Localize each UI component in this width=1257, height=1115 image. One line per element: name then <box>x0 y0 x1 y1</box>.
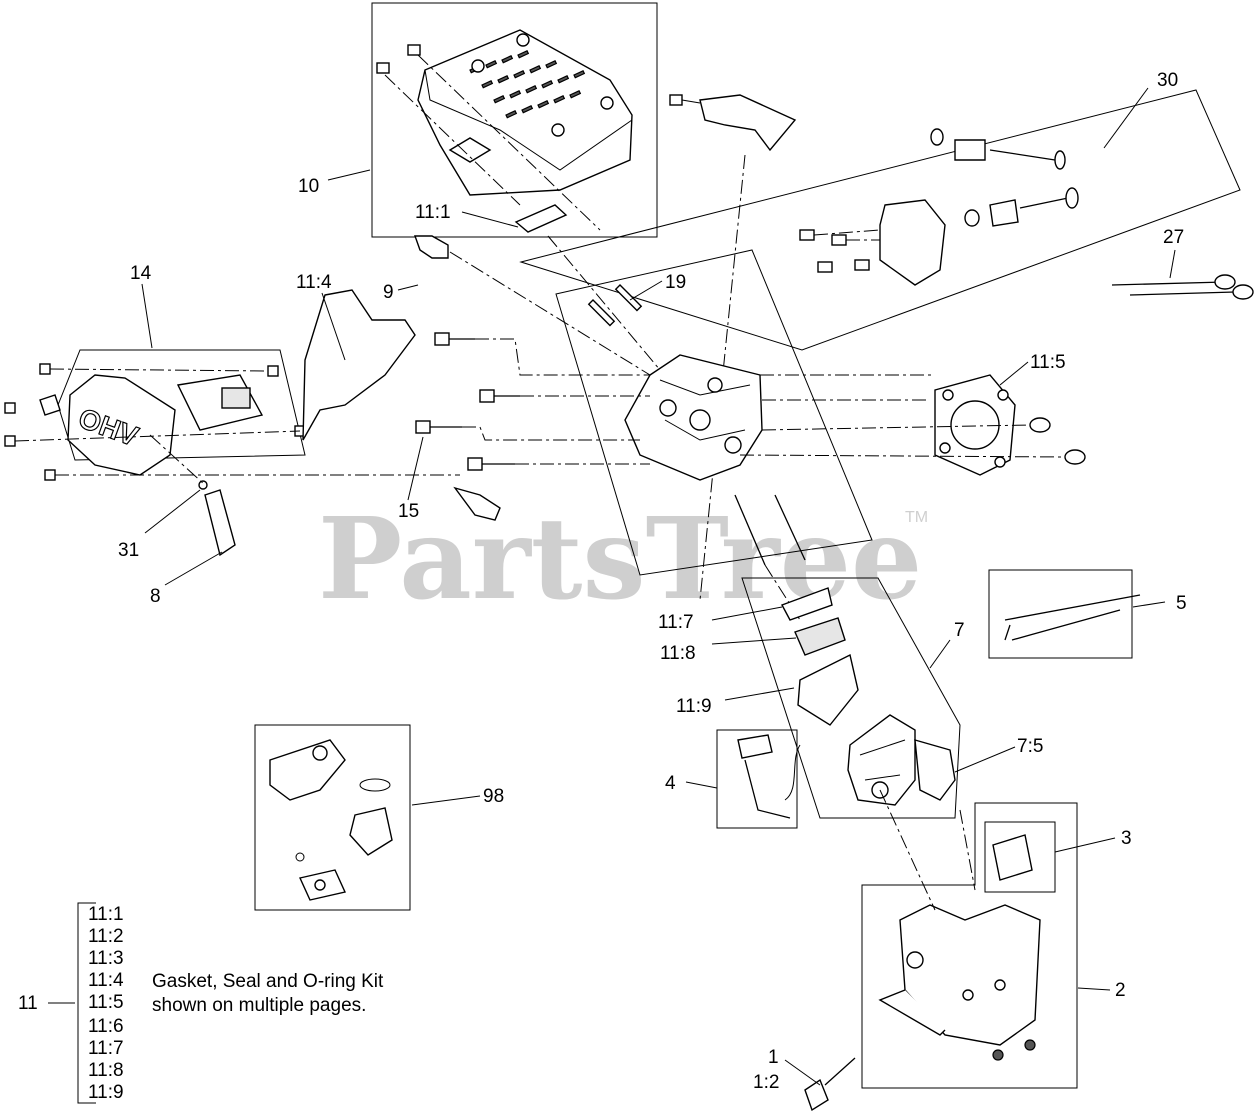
heat-shield <box>669 94 797 152</box>
valve-cover-box <box>57 349 306 461</box>
callout-14: 14 <box>130 263 152 284</box>
kit-item: 11:3 <box>88 948 124 969</box>
valve-cover-gasket <box>302 289 416 441</box>
callout-15: 15 <box>398 501 419 522</box>
valve-train <box>799 128 1079 286</box>
callout-11-8: 11:8 <box>660 643 696 664</box>
fuel-solenoid <box>737 734 801 819</box>
kit-item: 11:6 <box>88 1016 124 1037</box>
kit-item: 11:9 <box>88 1082 124 1103</box>
kit-item: 11:8 <box>88 1060 124 1081</box>
muffler-nuts <box>376 44 421 74</box>
solenoid-box <box>716 729 798 829</box>
breather-alignment-line <box>149 434 206 486</box>
callout-30: 30 <box>1157 70 1178 91</box>
kit-item: 11:2 <box>88 926 124 947</box>
muffler-box <box>371 2 658 238</box>
callout-2: 2 <box>1115 980 1126 1001</box>
shroud-alignment-lines <box>879 789 976 911</box>
carb-repair-kit <box>269 739 393 901</box>
carb-kit-box <box>254 724 411 911</box>
kit-item: 11:5 <box>88 992 124 1013</box>
breather-clamp <box>198 480 208 490</box>
callout-3: 3 <box>1121 828 1132 849</box>
spark-plug <box>414 235 651 376</box>
control-shroud <box>878 904 1041 1061</box>
callout-11-4: 11:4 <box>296 272 332 293</box>
kit-item: 11:1 <box>88 904 124 925</box>
callout-11-7: 11:7 <box>658 612 694 633</box>
callout-31: 31 <box>118 540 139 561</box>
intake-gasket-1 <box>781 587 833 621</box>
breather-tube <box>204 489 236 557</box>
muffler <box>417 29 633 196</box>
callout-7-5: 7:5 <box>1017 736 1043 757</box>
callout-11-5: 11:5 <box>1030 352 1066 373</box>
callout-27: 27 <box>1163 227 1184 248</box>
cylinder-head-box <box>555 249 873 576</box>
kit-item: 11:4 <box>88 970 124 991</box>
watermark-trademark: TM <box>905 509 928 526</box>
intake-gasket-2 <box>797 653 859 726</box>
callout-98: 98 <box>483 786 504 807</box>
kit-item-list: 11:1 11:2 11:3 11:4 11:5 11:6 11:7 11:8 … <box>88 904 124 1103</box>
leader-lines <box>48 87 1176 1104</box>
callout-4: 4 <box>665 773 676 794</box>
callout-9: 9 <box>383 282 394 303</box>
shroud-box <box>861 802 1078 1089</box>
callout-11-1: 11:1 <box>415 202 451 223</box>
ignition-key <box>804 1057 856 1112</box>
kit-note-line-2: shown on multiple pages. <box>152 995 366 1016</box>
muffler-gasket <box>514 204 568 233</box>
callout-8: 8 <box>150 586 161 607</box>
exhaust-studs <box>547 235 661 371</box>
cylinder-head <box>624 354 763 481</box>
insulator-spacer <box>794 617 846 656</box>
head-gasket <box>739 374 1086 476</box>
muffler-alignment-lines <box>384 54 601 231</box>
callout-19: 19 <box>665 272 686 293</box>
switch-box <box>984 821 1056 893</box>
breather-arm <box>453 486 501 521</box>
kit-item: 11:7 <box>88 1038 124 1059</box>
callout-5: 5 <box>1176 593 1187 614</box>
callout-11-9: 11:9 <box>676 696 712 717</box>
governor-links <box>1004 594 1141 641</box>
stop-switch <box>992 834 1033 881</box>
carburetor <box>847 714 956 806</box>
kit-note-line-1: Gasket, Seal and O-ring Kit <box>152 971 384 992</box>
governor-link-box <box>988 569 1133 659</box>
callout-7: 7 <box>954 620 965 641</box>
valve-cover: OHV <box>4 363 460 481</box>
callout-labels: 10 11:1 30 27 19 9 14 11:4 11:5 15 31 8 … <box>18 70 1187 1093</box>
callout-1-2: 1:2 <box>753 1072 779 1093</box>
callout-10: 10 <box>298 176 319 197</box>
callout-11: 11 <box>18 993 38 1014</box>
push-rods <box>1111 274 1254 300</box>
callout-1: 1 <box>768 1047 779 1068</box>
head-bolts <box>415 332 650 471</box>
